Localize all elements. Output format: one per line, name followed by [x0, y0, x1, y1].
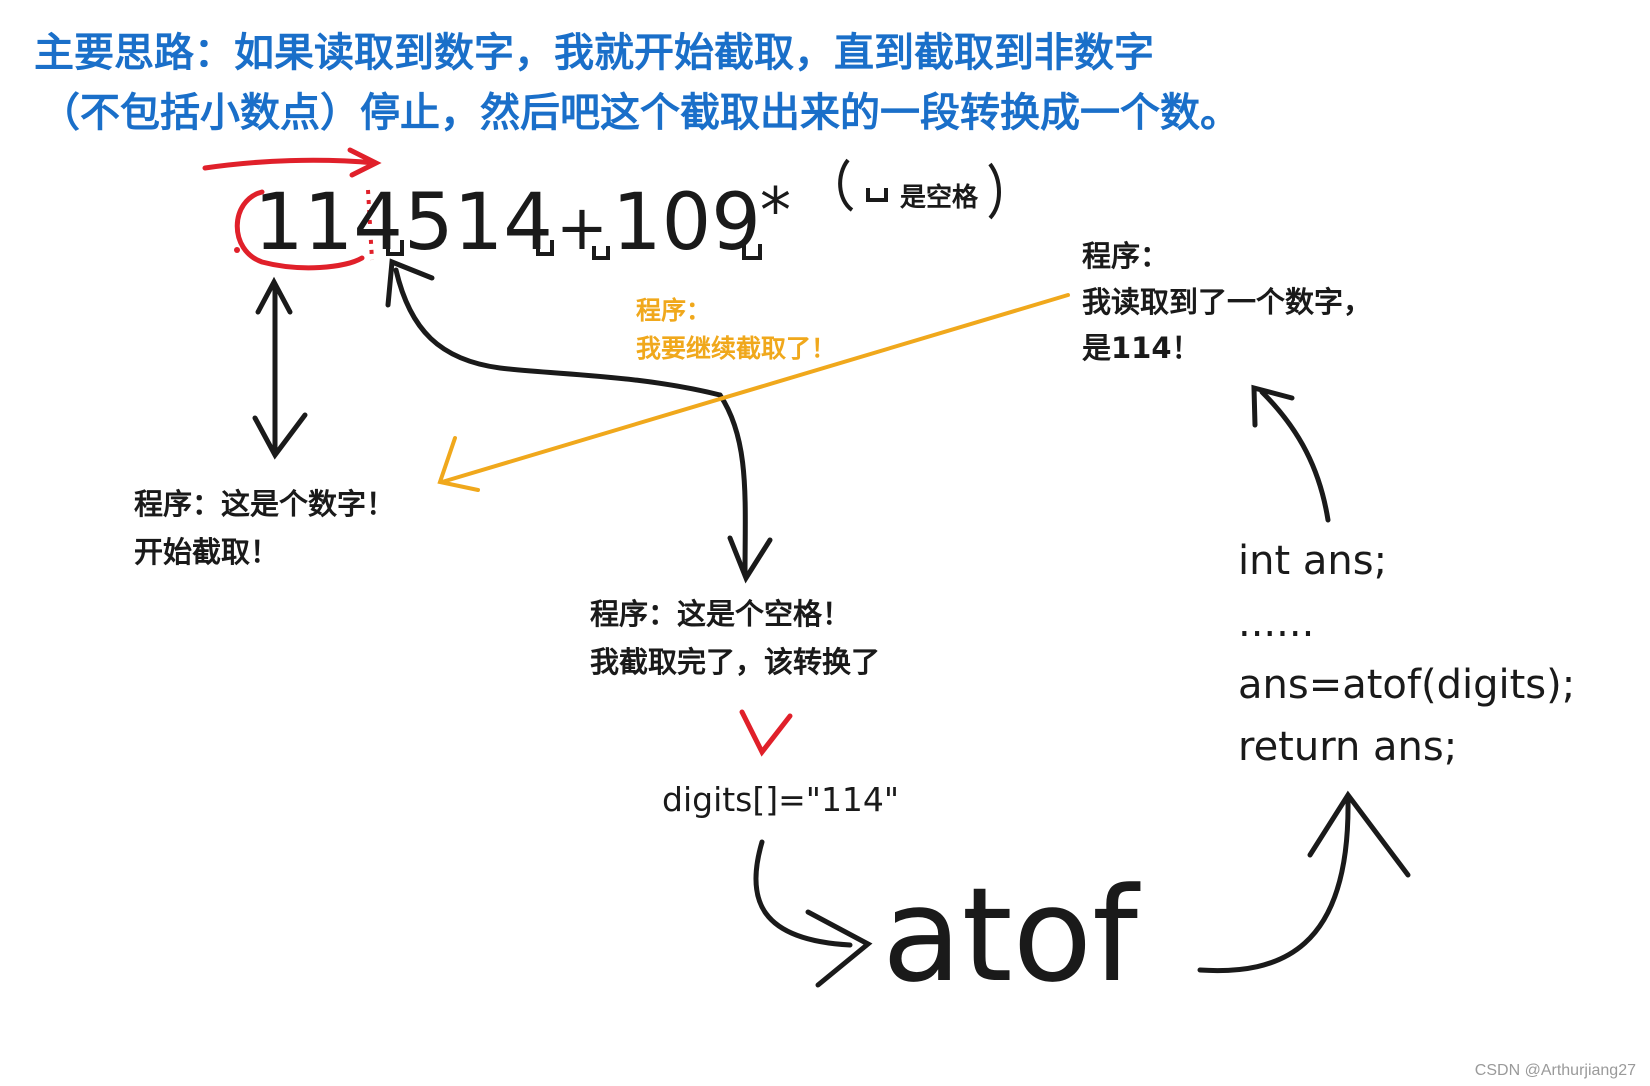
- atof-to-code-head: [1307, 790, 1411, 878]
- note-read-head: 程序：: [1082, 239, 1170, 273]
- red-down-arrow: [739, 709, 793, 757]
- note-continue-body: 我要继续截取了！: [636, 334, 837, 363]
- curve-arrow-down-head: [727, 535, 773, 584]
- code-line-1: int ans;: [1238, 538, 1388, 584]
- note-is-digit-1: 程序：这是个数字！: [134, 487, 396, 521]
- hook-arrow: [753, 839, 853, 948]
- expr-star: *: [760, 174, 791, 247]
- expr-number-109: 109: [612, 178, 761, 268]
- legend-space-mark: [866, 188, 888, 202]
- code-line-3: ans=atof(digits);: [1238, 662, 1576, 708]
- note-is-space-2: 我截取完了，该转换了: [590, 645, 881, 679]
- space-mark-1: [386, 240, 404, 256]
- legend-paren-right: [988, 162, 1001, 220]
- hook-arrow-head: [805, 909, 873, 988]
- space-mark-4: [742, 244, 762, 260]
- note-read-body-1: 我读取到了一个数字，: [1082, 285, 1373, 319]
- expr-number-514: 514: [404, 178, 553, 268]
- code-to-note-head: [1251, 384, 1295, 428]
- legend-paren-left: [838, 158, 854, 212]
- digits-array-text: digits[]="114": [662, 780, 900, 819]
- note-continue-head: 程序：: [636, 296, 712, 325]
- curve-arrow-back: [393, 267, 723, 398]
- red-circle: [234, 189, 365, 271]
- code-line-4: return ans;: [1238, 724, 1458, 770]
- expr-plus: +: [556, 191, 608, 264]
- orange-arrow-head: [437, 436, 480, 492]
- note-is-space-1: 程序：这是个空格！: [590, 597, 852, 631]
- watermark: CSDN @Arthurjiang27: [1474, 1062, 1636, 1079]
- note-is-digit-2: 开始截取！: [134, 535, 280, 569]
- space-mark-3: [592, 246, 610, 260]
- note-read-body-2: 是114！: [1082, 331, 1201, 365]
- curve-arrow-back-head: [385, 258, 435, 308]
- atof-to-code-arrow: [1197, 797, 1351, 974]
- red-dot: [234, 247, 240, 253]
- atof-label: atof: [882, 859, 1138, 1011]
- code-line-2: ......: [1238, 600, 1315, 646]
- space-legend: 是空格: [900, 183, 979, 213]
- double-arrow-head-top: [255, 276, 293, 315]
- space-mark-2: [536, 240, 554, 256]
- double-arrow-head-bottom: [252, 412, 308, 460]
- red-top-arrow-head: [347, 147, 382, 178]
- red-top-arrow: [202, 157, 378, 171]
- title-line-2: （不包括小数点）停止，然后吧这个截取出来的一段转换成一个数。: [40, 90, 1240, 136]
- title-line-1: 主要思路：如果读取到数字，我就开始截取，直到截取到非数字: [34, 30, 1154, 76]
- expr-number-114: 114: [254, 178, 403, 268]
- curve-arrow-down: [717, 392, 748, 578]
- orange-arrow-line: [440, 293, 1070, 484]
- code-to-note-arrow: [1259, 389, 1331, 523]
- red-dotted-line: [366, 189, 374, 261]
